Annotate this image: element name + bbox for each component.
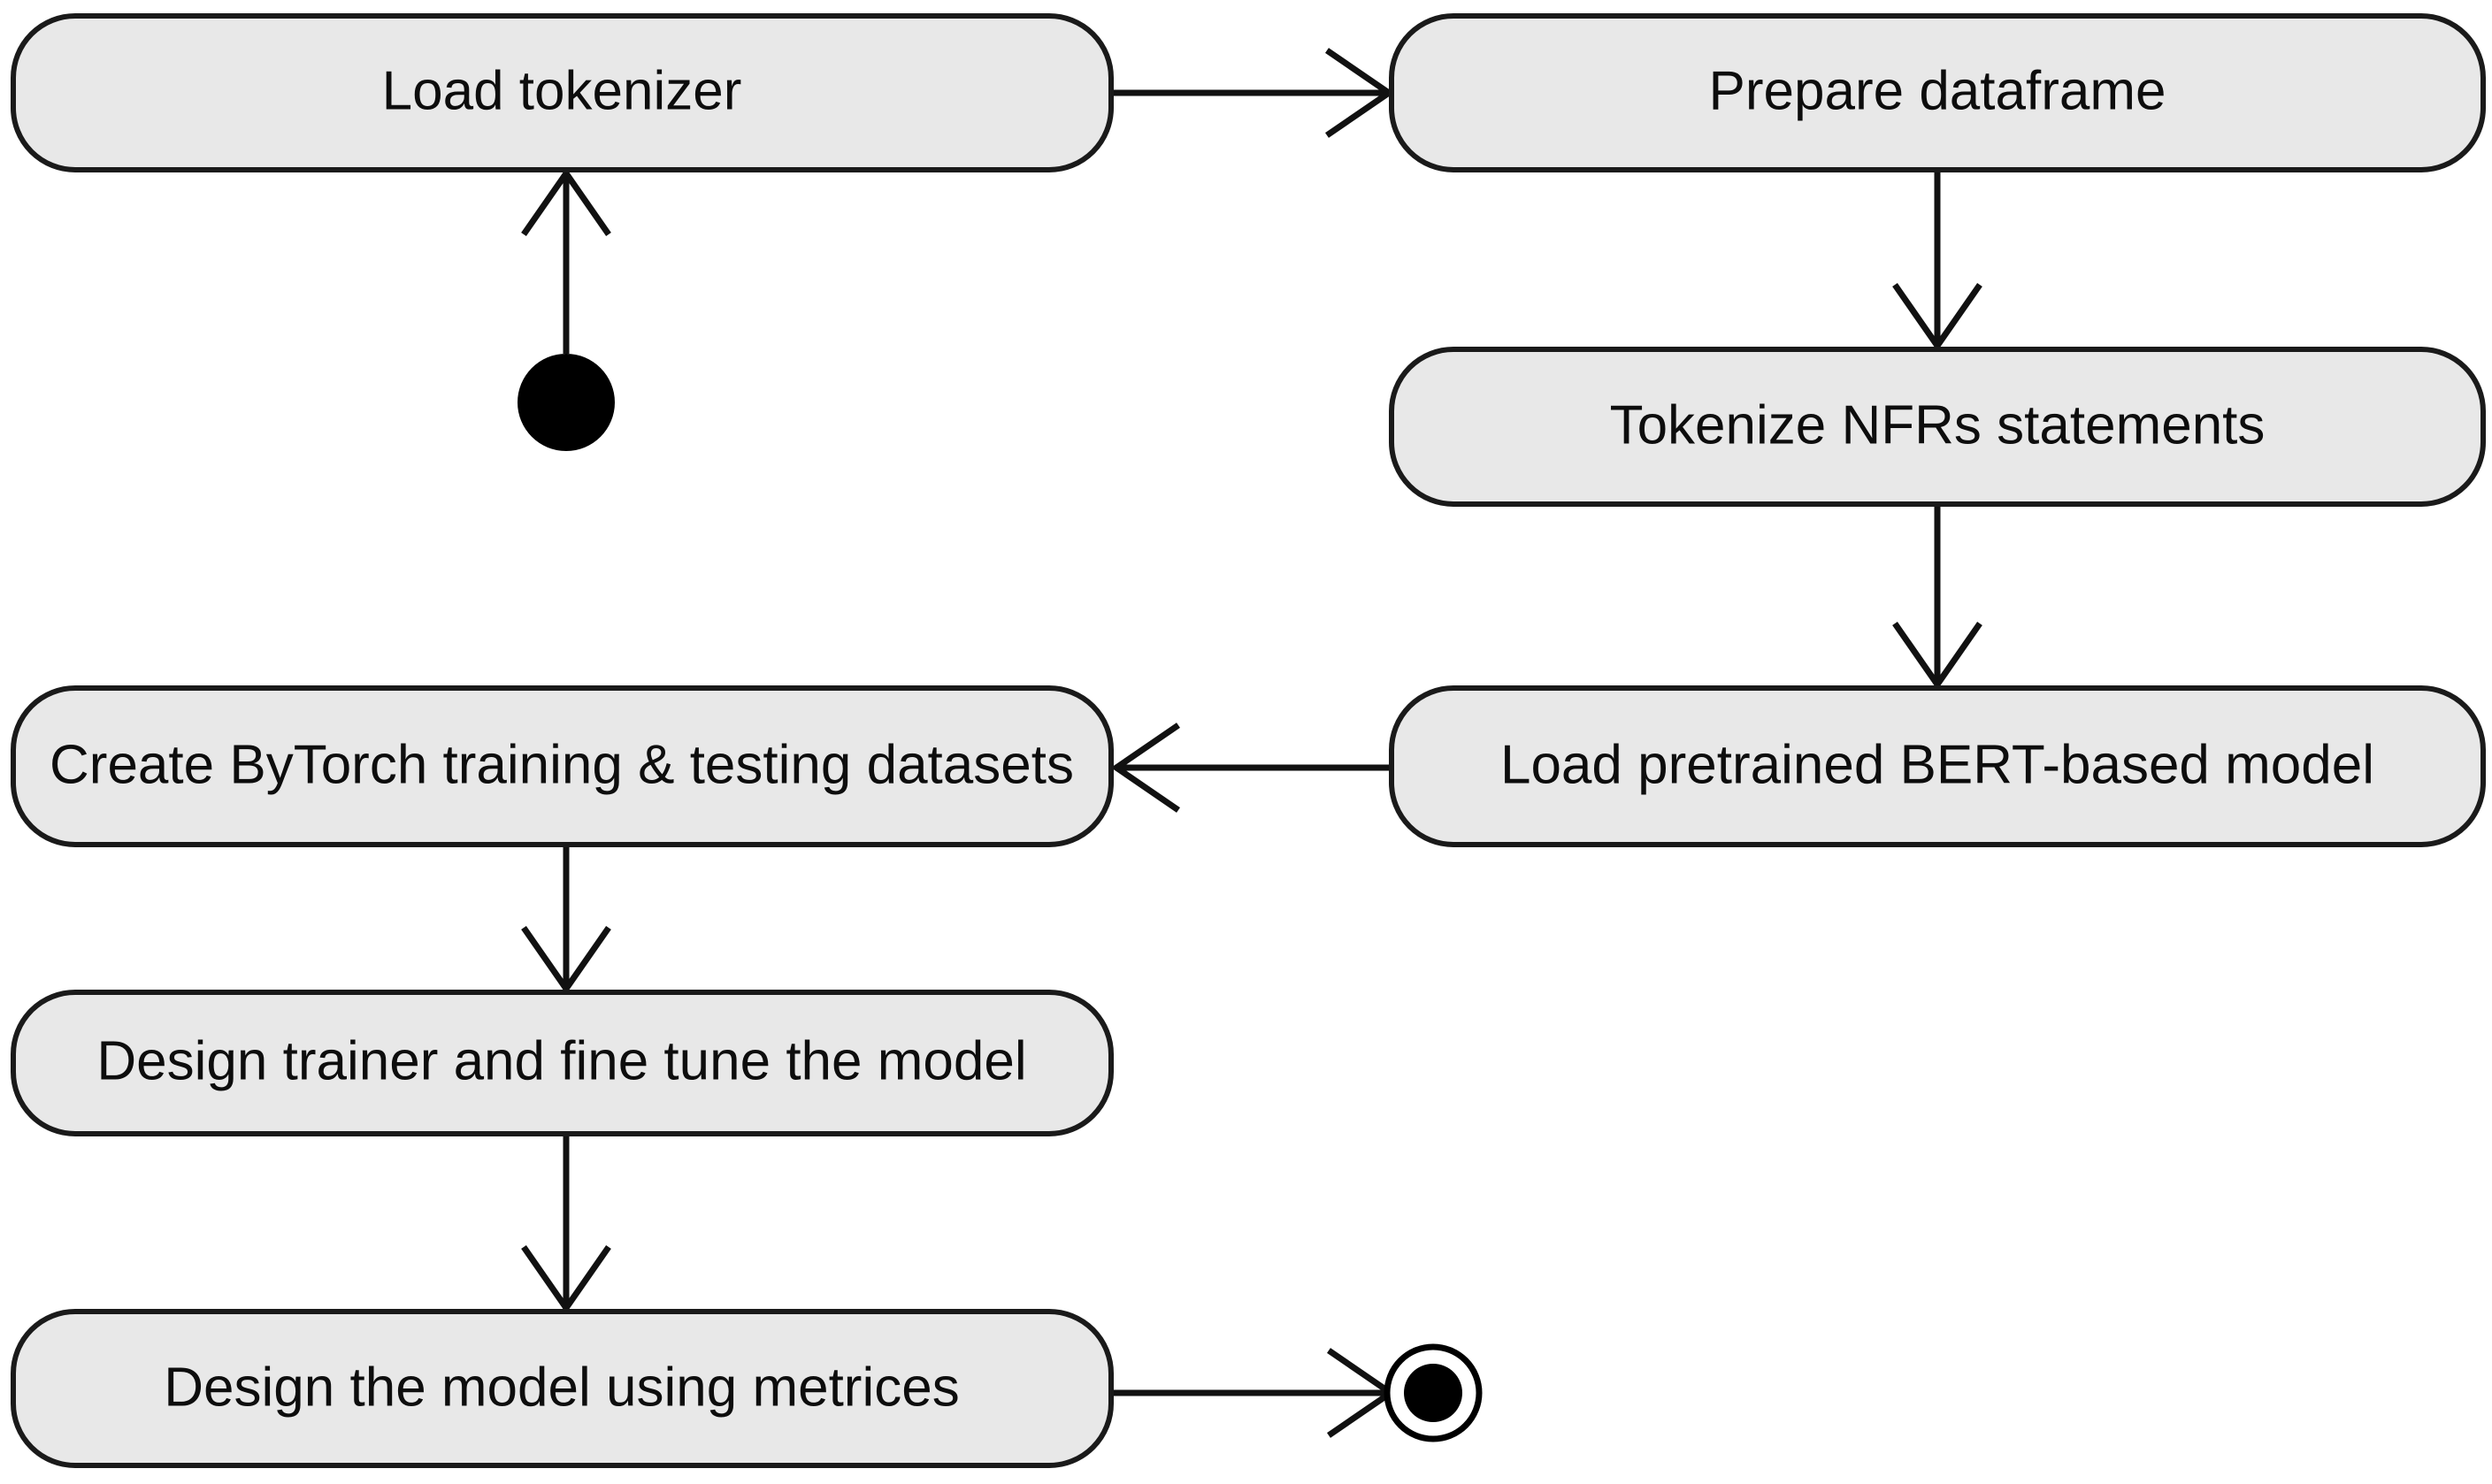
edge-create-datasets-to-design-trainer <box>521 847 611 995</box>
initial-node[interactable] <box>518 354 615 451</box>
action-node-load-bert[interactable]: Load pretrained BERT-based model <box>1389 685 2486 847</box>
action-node-shape <box>11 990 1114 1136</box>
action-node-load-tokenizer[interactable]: Load tokenizer <box>11 13 1114 172</box>
action-node-design-metrices[interactable]: Design the model using metrices <box>11 1309 1114 1468</box>
action-node-shape <box>1389 347 2486 507</box>
final-node[interactable] <box>1384 1343 1483 1442</box>
action-node-label: Design trainer and fine tune the model <box>96 1030 1026 1091</box>
action-node-shape <box>11 13 1114 172</box>
edge-load-bert-to-create-datasets <box>1110 723 1389 813</box>
action-node-shape <box>11 1309 1114 1468</box>
action-node-create-datasets[interactable]: Create ByTorch training & testing datase… <box>11 685 1114 847</box>
action-node-design-trainer[interactable]: Design trainer and fine tune the model <box>11 990 1114 1136</box>
action-node-label: Load tokenizer <box>382 60 742 121</box>
action-node-prepare-dataframe[interactable]: Prepare dataframe <box>1389 13 2486 172</box>
action-node-label: Design the model using metrices <box>164 1357 959 1418</box>
edge-initial-to-load-tokenizer <box>521 167 611 354</box>
action-node-label: Load pretrained BERT-based model <box>1500 734 2374 795</box>
edge-design-metrices-to-final <box>1113 1348 1397 1438</box>
action-node-shape <box>11 685 1114 847</box>
final-node-core <box>1404 1364 1462 1422</box>
edge-load-tokenizer-to-prepare-dataframe <box>1113 48 1395 138</box>
action-node-tokenize-nfrs[interactable]: Tokenize NFRs statements <box>1389 347 2486 507</box>
edge-tokenize-nfrs-to-load-bert <box>1892 507 1982 691</box>
action-node-label: Tokenize NFRs statements <box>1610 394 2266 455</box>
edge-design-trainer-to-design-metrices <box>521 1136 611 1314</box>
action-node-shape <box>1389 685 2486 847</box>
edge-prepare-dataframe-to-tokenize-nfrs <box>1892 172 1982 352</box>
action-node-label: Prepare dataframe <box>1709 60 2166 121</box>
action-node-shape <box>1389 13 2486 172</box>
action-node-label: Create ByTorch training & testing datase… <box>50 734 1074 795</box>
